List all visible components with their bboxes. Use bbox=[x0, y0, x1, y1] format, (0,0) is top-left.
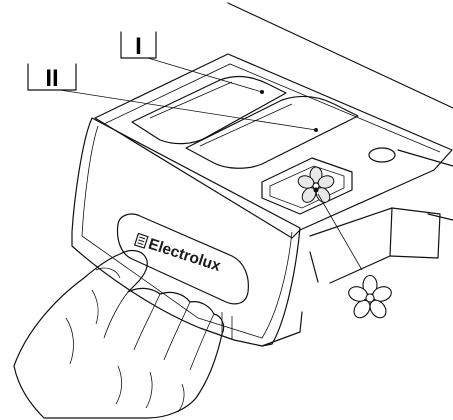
drawer-front bbox=[71, 117, 303, 347]
callout-compartment-2: II bbox=[27, 63, 318, 132]
softener-flower-symbol-small bbox=[297, 166, 335, 203]
callout-softener bbox=[313, 187, 392, 319]
softener-compartment bbox=[261, 157, 353, 215]
callout-label-1: I bbox=[135, 33, 142, 60]
compartment-1-slot bbox=[131, 75, 287, 145]
machine-body bbox=[227, 2, 453, 284]
compartment-2-slot bbox=[185, 95, 359, 169]
drawer-top bbox=[94, 53, 453, 239]
softener-compartment-flower-icon bbox=[348, 274, 392, 319]
siphon-hole bbox=[368, 147, 396, 163]
callout-compartment-1: I bbox=[120, 31, 264, 94]
hand-illustration bbox=[13, 249, 225, 419]
callout-label-2: II bbox=[45, 65, 58, 92]
brand-name: Electrolux bbox=[146, 236, 223, 275]
